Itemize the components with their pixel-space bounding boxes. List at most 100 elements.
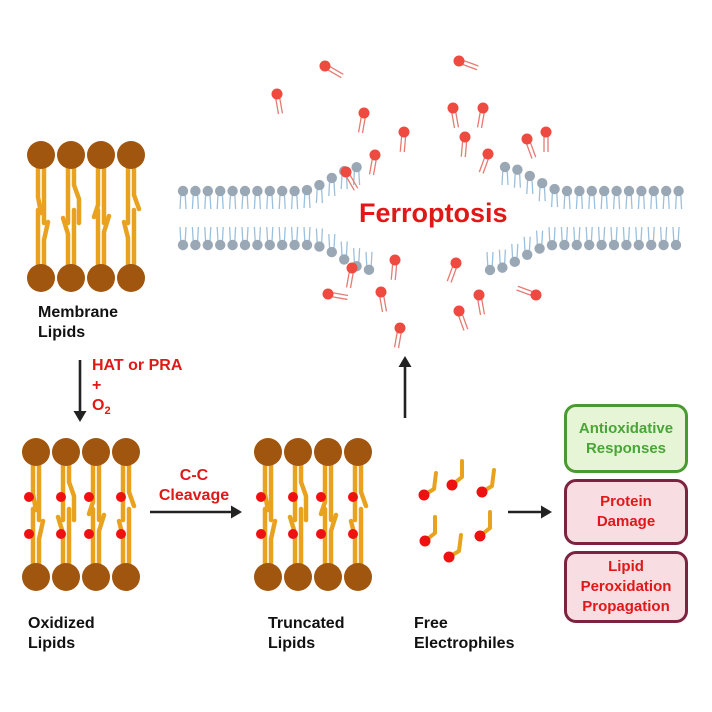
membrane-head-lower-right [571,239,582,251]
lipid-head-lower [22,563,50,591]
membrane-head-lower-right [509,256,520,268]
oxidized-site-dot [348,492,358,502]
membrane-head-lower-right [522,249,533,261]
lipid-head-lower [344,563,372,591]
membrane-head-upper-left [252,185,263,197]
membrane-head-upper-left [215,185,226,197]
electrophile-dot [419,535,431,547]
membrane-head-upper-right [623,185,635,197]
lipid-head-lower [27,264,55,292]
lipid-tail-upper [120,459,137,523]
lipid-head-lower [254,563,282,591]
membrane-head-upper-left [190,185,201,197]
membrane-head-lower-right [596,239,607,251]
fragment-head [369,149,381,161]
membrane-head-upper-right [636,185,647,197]
lipid-head-upper [22,438,50,466]
lipid-head-lower [112,563,140,591]
lipid-head-upper [117,141,145,169]
lipid-tail-upper [65,162,82,226]
membrane-head-lower-right [534,243,545,254]
oxidized-site-dot [316,529,326,539]
electrophile-dot [443,551,455,563]
lipid-tail-upper [60,459,77,523]
fragment-head [319,60,331,72]
fragment-head [530,289,542,301]
lipid-tail-upper [125,162,142,226]
fragment-head [482,148,494,160]
oxidized-site-dot [288,492,298,502]
oxidized-site-dot [116,529,126,539]
membrane-head-upper-right [586,185,597,197]
lipid-head-upper [27,141,55,169]
membrane-head-upper-right [574,185,585,197]
lipid-head-upper [87,141,115,169]
lipid-peroxidation-propagation-box: Lipid Peroxidation Propagation [564,551,688,623]
fragment-head [540,126,552,138]
lipid-tail-upper [91,162,107,226]
lipid-head-upper [344,438,372,466]
membrane-head-upper-left [227,185,238,197]
membrane-head-lower-left [339,254,350,265]
oxidized-site-dot [316,492,326,502]
membrane-head-upper-left [289,185,300,197]
lipid-head-upper [314,438,342,466]
fragment-head [375,286,387,298]
lipid-tail-upper [35,162,47,226]
oxidation-arrow-head [73,411,87,422]
oxidized-lipids-label: Oxidized Lipids [28,615,95,652]
oxidized-site-dot [348,529,358,539]
lipid-tail-upper [86,459,102,523]
membrane-head-upper-right [673,185,684,197]
membrane-lipids-label: Membrane Lipids [38,304,119,341]
membrane-lipids-bilayer [27,141,145,292]
oxidized-site-dot [116,492,126,502]
membrane-head-upper-right [661,185,672,197]
membrane-head-lower-left [363,264,375,276]
lipid-tail-lower [322,506,339,570]
membrane-head-lower-left [314,241,325,252]
membrane-head-upper-right [549,183,560,195]
membrane-head-lower-left [264,239,275,251]
lipid-tail-upper [318,459,334,523]
lipid-tail-upper [352,459,369,523]
lipid-tail-lower [95,207,112,271]
membrane-head-lower-right [497,262,508,273]
membrane-head-lower-left [239,239,251,251]
lipid-tail-upper [292,459,309,523]
membrane-head-lower-left [289,239,300,251]
fragment-head [459,131,471,143]
fragment-head [394,322,406,334]
membrane-head-upper-left [314,179,325,191]
truncated-lipids-bilayer [254,438,372,591]
fragment-head [453,305,465,317]
ferroptosis-title: Ferroptosis [359,198,508,228]
membrane-head-upper-right [599,185,610,197]
membrane-head-upper-left [264,185,275,197]
membrane-head-lower-left [277,239,288,251]
oxidized-site-dot [56,492,66,502]
membrane-head-lower-left [202,239,213,251]
lipid-head-lower [87,264,115,292]
membrane-head-lower-left [177,239,189,251]
electrophile-dot [474,530,486,542]
fragment-head [521,133,533,145]
oxidized-site-dot [288,529,298,539]
membrane-head-lower-right [584,239,595,251]
ruptured-membrane [177,161,684,276]
membrane-head-upper-left [177,185,189,197]
oxidized-site-dot [84,492,94,502]
fragment-head [450,257,462,269]
fragment-head [389,254,401,266]
lipid-head-upper [254,438,282,466]
membrane-head-upper-right [512,164,523,175]
membrane-head-lower-right [646,239,657,251]
membrane-head-lower-left [252,239,263,251]
lipid-head-lower [314,563,342,591]
hat-pra-o2-label: HAT or PRA + O2 [92,357,183,418]
membrane-head-lower-left [326,246,337,258]
electrophile-dot [446,479,458,491]
fragment-head [447,102,459,114]
oxidized-site-dot [256,492,266,502]
